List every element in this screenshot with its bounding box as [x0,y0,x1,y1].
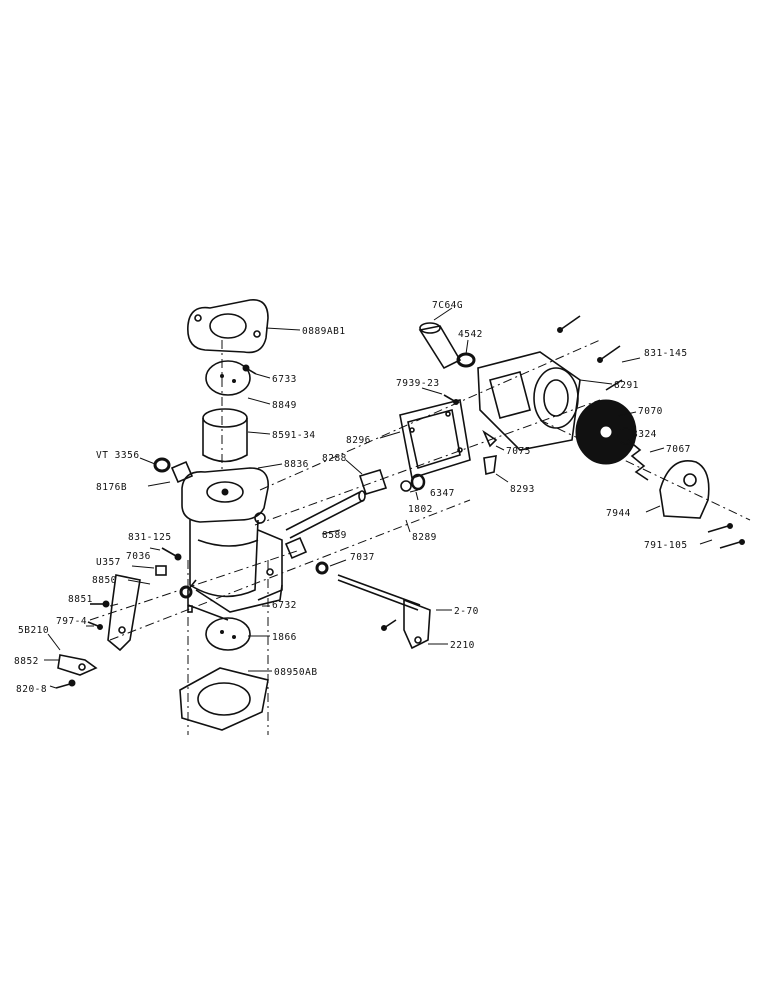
throttle-plate-1866 [205,617,251,651]
o-ring-vt3356 [153,457,171,473]
gasket-0889ab1 [187,299,269,354]
carburetor-body-8836 [181,467,283,621]
label-8289: 8289 [412,532,437,543]
label-8291: 8291 [614,380,639,391]
label-8836: 8836 [284,459,309,470]
label-08950ab: 08950AB [274,667,318,678]
screw-797-4 [87,621,103,630]
gasket-08950ab [179,667,269,731]
fitting-8324 [617,427,635,445]
label-8589: 8589 [322,530,347,541]
diaphragm-7070 [575,399,637,465]
part-labels: 0889AB1 6733 8849 8591-34 VT 3356 8836 8… [14,300,691,695]
venturi-8591-34 [202,408,248,463]
label-8852: 8852 [14,656,39,667]
shaft-8589 [285,490,366,539]
bushing-8589b [284,536,308,560]
label-8176b: 8176B [96,482,127,493]
cover-7944 [659,460,710,519]
label-7075: 7075 [506,446,531,457]
label-7067: 7067 [666,444,691,455]
screw-8851 [90,600,110,608]
label-7939-23: 7939-23 [396,378,440,389]
label-7c64g: 7C64G [432,300,463,311]
fuel-inlet-7c64g [418,322,462,370]
screws-791-105 [707,523,745,549]
label-u357: U357 [96,557,121,568]
lever-8852 [57,654,98,676]
nut-7036 [155,565,167,576]
throttle-plate-8849 [205,360,251,396]
spring-7037 [315,561,329,575]
label-1802: 1802 [408,504,433,515]
bushing-8176b [170,460,194,484]
label-0889ab1: 0889AB1 [302,326,346,337]
label-820-8: 820-8 [16,684,47,695]
screw-7939-23 [443,394,459,405]
label-7036: 7036 [126,551,151,562]
label-8293: 8293 [510,484,535,495]
label-8849: 8849 [272,400,297,411]
label-8296: 8296 [346,435,371,446]
leader-lines [44,307,713,689]
label-5b210: 5B210 [18,625,49,636]
clip-6347 [400,480,412,492]
label-2-70: 2-70 [454,606,479,617]
label-6733: 6733 [272,374,297,385]
screw-831-125 [161,547,182,561]
lever-8288 [358,469,388,495]
label-831-125: 831-125 [128,532,172,543]
needle-8293 [483,455,497,475]
fuel-bowl-8291 [477,351,581,451]
screw-6733 [242,364,257,375]
label-6347: 6347 [430,488,455,499]
label-7944: 7944 [606,508,631,519]
label-8288: 8288 [322,453,347,464]
plug-6732 [187,605,193,613]
label-2210: 2210 [450,640,475,651]
screw-820-8 [55,679,76,689]
shaft-lever-2210 [337,574,431,650]
label-797-4: 797-4 [56,616,87,627]
screw-2-70 [381,619,397,631]
label-7070: 7070 [638,406,663,417]
label-vt3356: VT 3356 [96,450,140,461]
spring-u357 [179,585,193,599]
screws-831-145 [557,315,623,391]
label-8591-34: 8591-34 [272,430,316,441]
gasket-8296 [399,399,471,480]
label-8851: 8851 [68,594,93,605]
label-8850: 8850 [92,575,117,586]
ring-1802 [410,473,426,491]
label-831-145: 831-145 [644,348,688,359]
label-4542: 4542 [458,329,483,340]
spring-7067 [627,439,649,481]
label-791-105: 791-105 [644,540,688,551]
label-1866: 1866 [272,632,297,643]
label-7037: 7037 [350,552,375,563]
label-8324: 8324 [632,429,657,440]
label-6732: 6732 [272,600,297,611]
screw-7075 [482,429,498,448]
